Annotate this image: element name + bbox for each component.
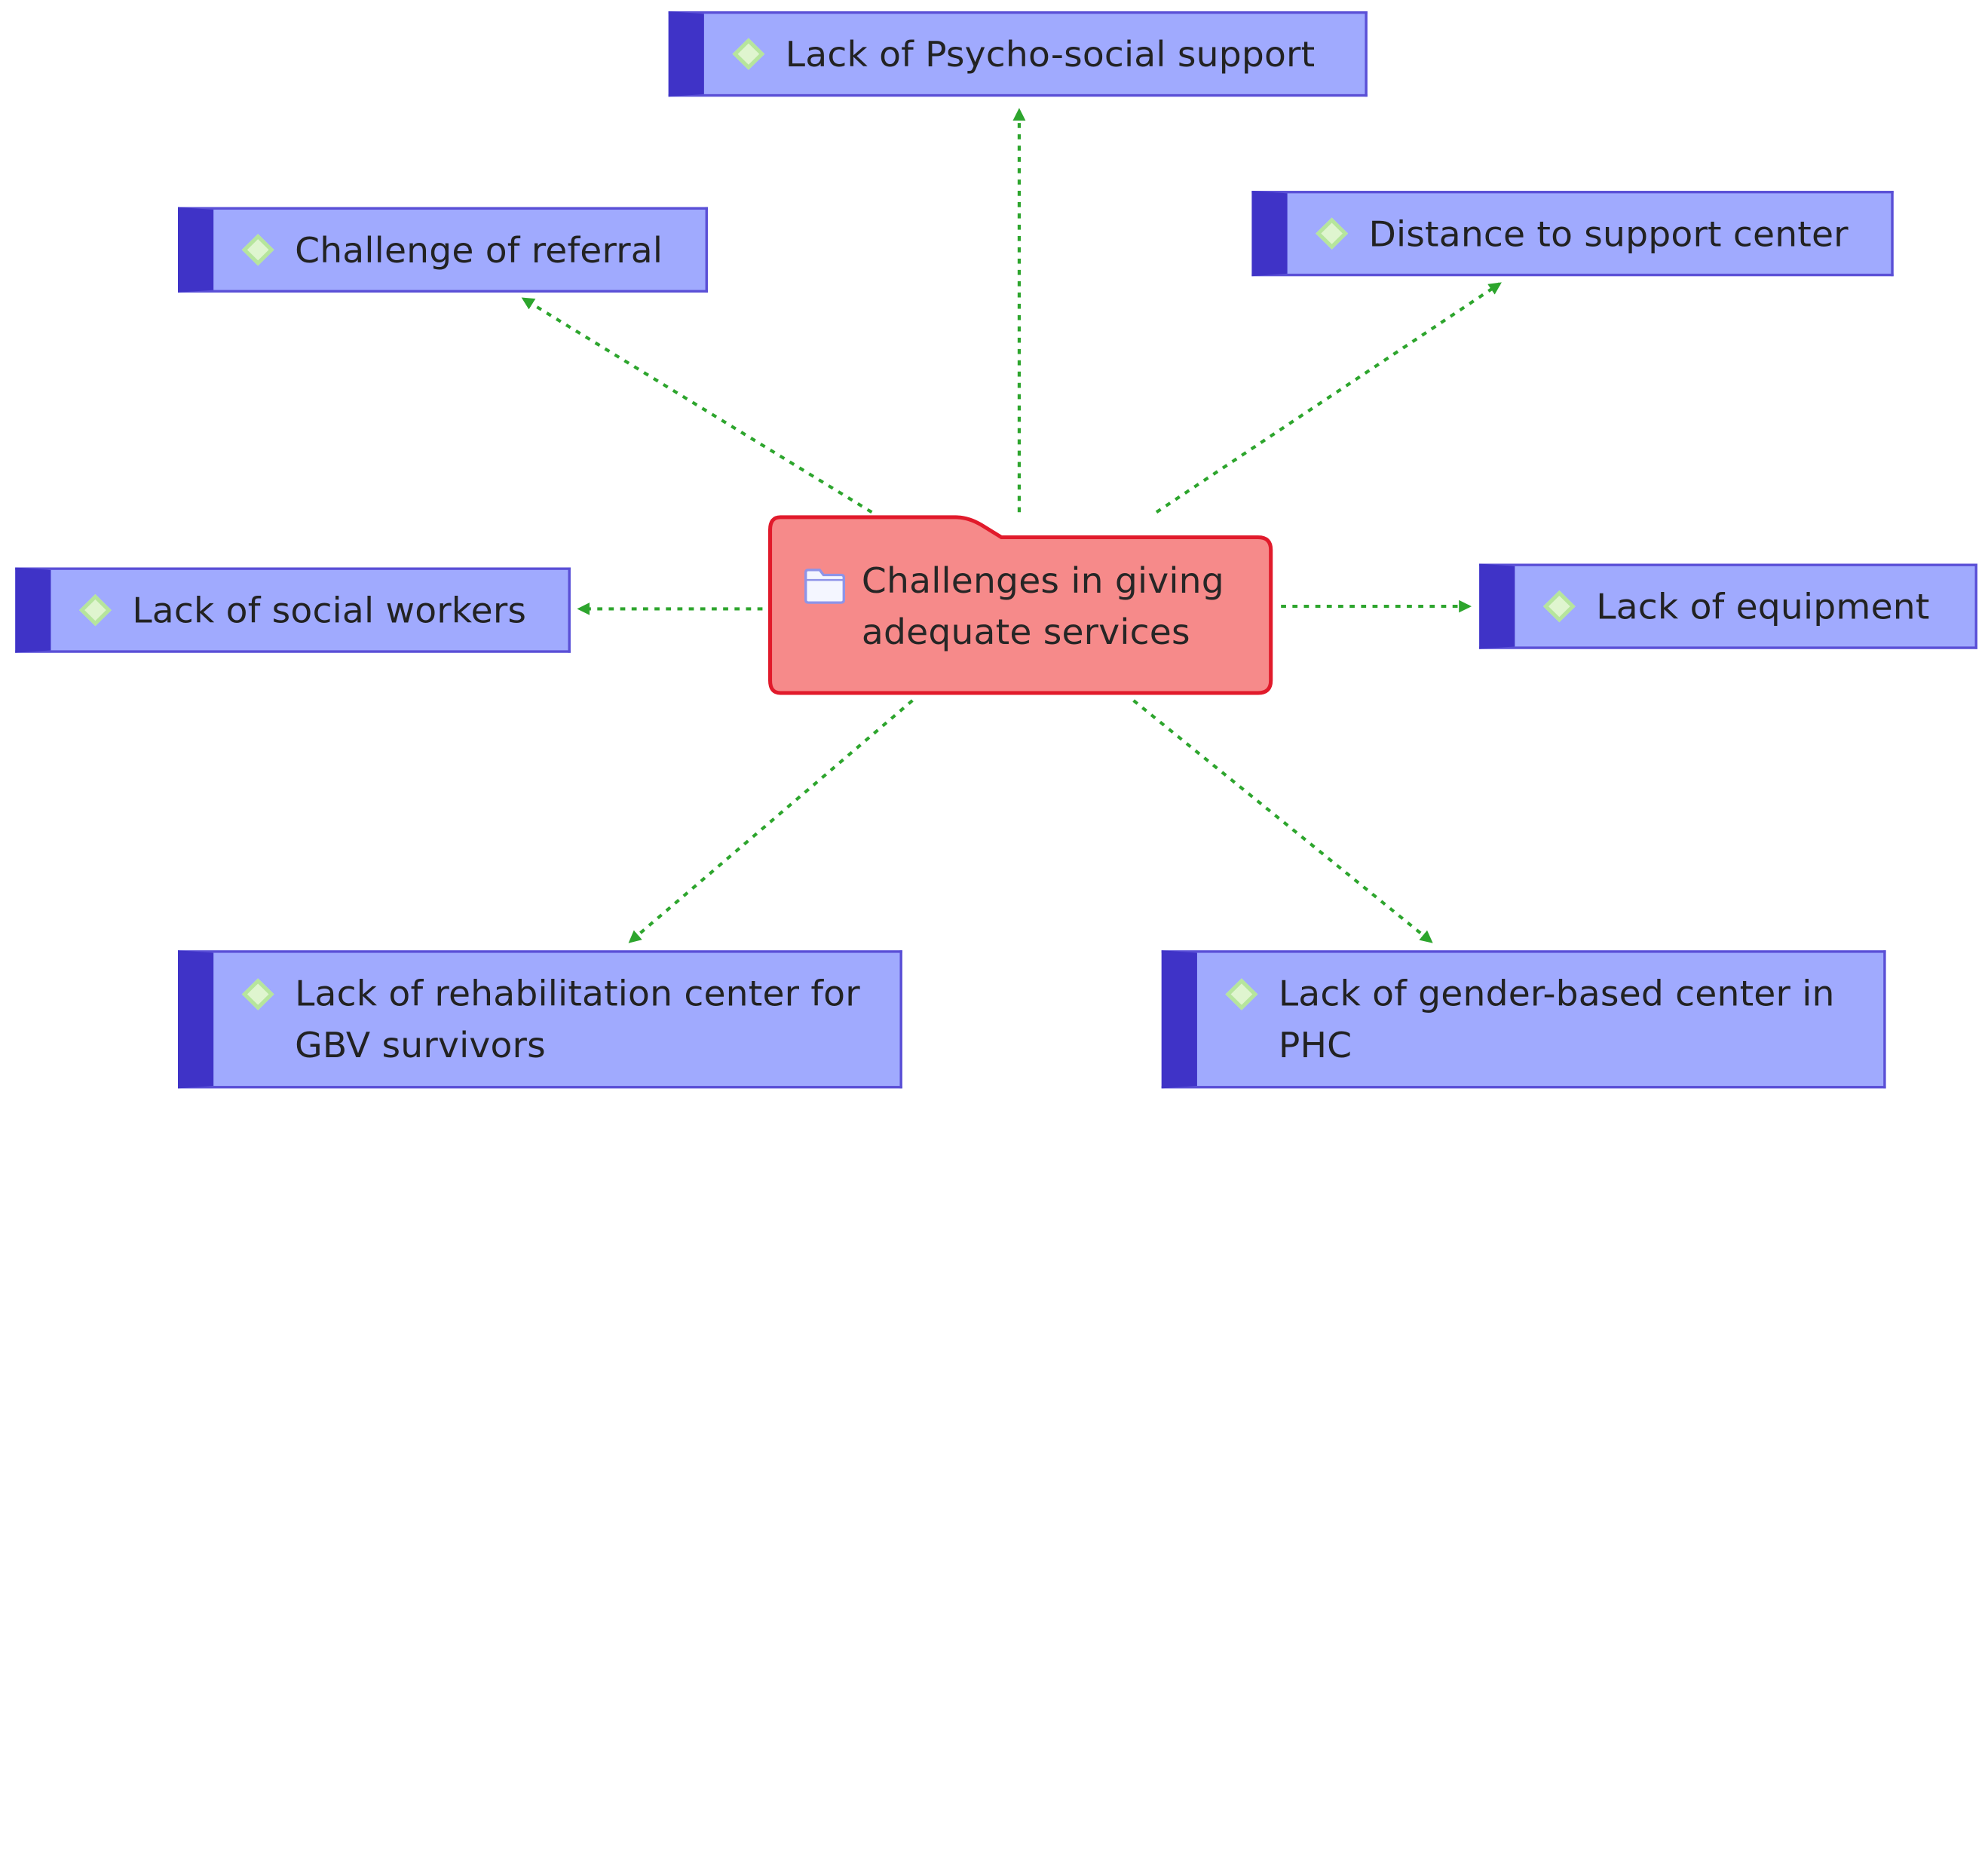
connector-rehabilitation [628,699,914,943]
central-topic-label: Challenges in giving adequate services [861,560,1224,653]
central-topic-shape [768,515,1273,695]
connector-referral [521,297,873,514]
node-label: Lack of rehabilitation center for GBV su… [295,973,860,1066]
node-label: Lack of Psycho-social support [785,33,1316,75]
connector-gender-based [1132,699,1433,943]
connector-layer [521,108,1502,943]
diamond-icon [1316,217,1349,250]
diamond-icon [241,978,274,1010]
folder-icon [804,569,845,604]
central-topic-content: Challenges in giving adequate services [803,555,1224,658]
node-equipment[interactable]: Lack of equipment [1479,563,1977,649]
node-psycho-social[interactable]: Lack of Psycho-social support [668,11,1368,97]
diamond-icon [1542,590,1576,623]
diamond-icon [1225,978,1258,1010]
central-topic[interactable]: Challenges in giving adequate services [767,515,1273,696]
diamond-icon [732,38,765,70]
node-label: Lack of equipment [1596,585,1930,627]
node-label: Distance to support center [1368,213,1849,255]
node-label: Challenge of referral [295,228,663,271]
diamond-icon [241,234,274,266]
node-social-workers[interactable]: Lack of social workers [15,567,571,653]
diamond-icon [78,593,112,627]
node-label: Lack of gender-based center in PHC [1278,973,1835,1066]
node-referral[interactable]: Challenge of referral [177,207,708,293]
connector-distance [1155,282,1502,514]
node-gender-based[interactable]: Lack of gender-based center in PHC [1161,950,1886,1089]
node-distance[interactable]: Distance to support center [1251,191,1894,277]
node-rehabilitation[interactable]: Lack of rehabilitation center for GBV su… [177,950,902,1089]
node-label: Lack of social workers [132,589,527,631]
